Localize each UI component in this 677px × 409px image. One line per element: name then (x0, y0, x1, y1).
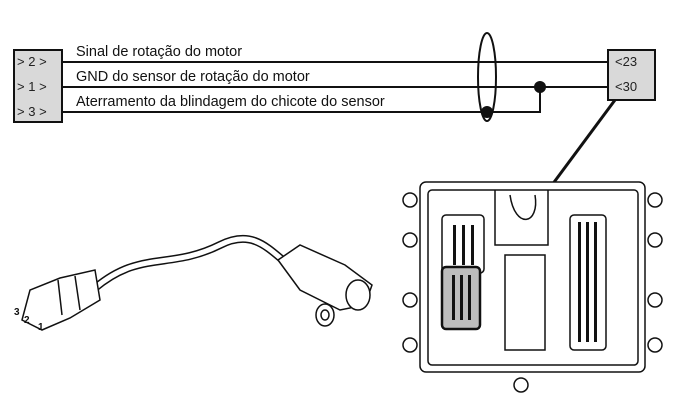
speed-sensor-illustration (21, 234, 373, 331)
ecu-illustration (402, 181, 663, 393)
shield-ellipse (477, 32, 497, 122)
wire-label-shield: Aterramento da blindagem do chicote do s… (76, 94, 385, 110)
connector-pin-label: 2 (24, 315, 30, 326)
pin-number: 23 (622, 54, 638, 69)
pin-number: 3 (28, 104, 36, 119)
wire-shield (62, 87, 541, 113)
wire-label-gnd: GND do sensor de rotação do motor (76, 69, 310, 85)
wire-label-signal: Sinal de rotação do motor (76, 44, 243, 60)
ecu-pin-30: <30 (615, 79, 638, 94)
ecu-pin-23: <23 (615, 54, 638, 69)
ecu-side-connector (607, 49, 656, 101)
sensor-pin-1: > 1 > (17, 79, 47, 94)
sensor-side-connector (13, 49, 63, 123)
sensor-pin-3: > 3 > (17, 104, 47, 119)
sensor-pin-2: > 2 > (17, 54, 47, 69)
junction-dot (481, 106, 493, 118)
connector-pin-label: 3 (14, 307, 20, 318)
pin-number: 1 (28, 79, 36, 94)
pin-number: 2 (28, 54, 36, 69)
junction-dot (534, 81, 546, 93)
connector-pin-label: 1 (38, 322, 44, 333)
pin-number: 30 (622, 79, 638, 94)
